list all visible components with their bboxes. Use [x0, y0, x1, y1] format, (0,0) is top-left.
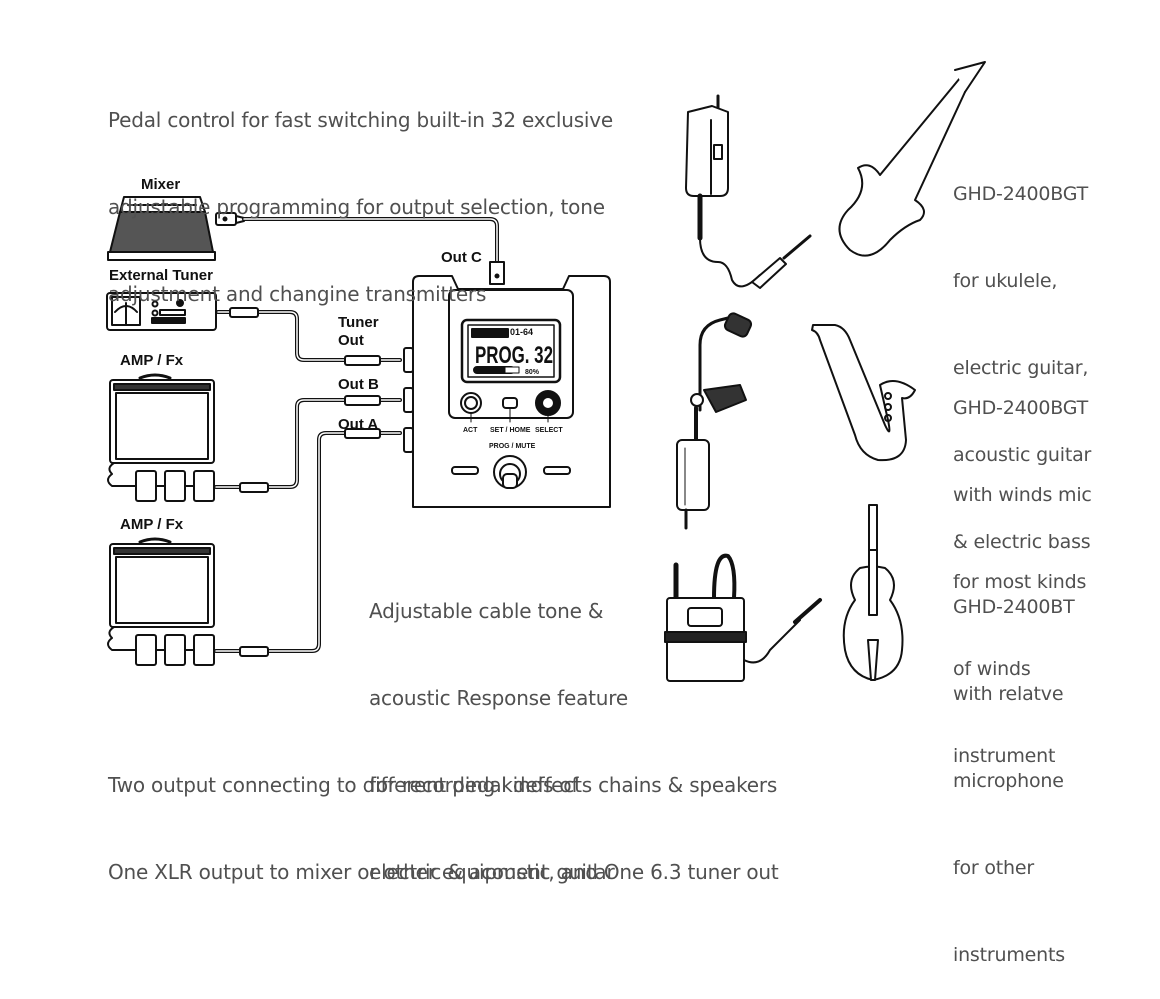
- product-line: & electric bass: [953, 531, 1091, 553]
- product-model: GHD-2400BT: [953, 596, 1075, 618]
- product-model: GHD-2400BGT: [953, 183, 1089, 205]
- product-line: for other: [953, 857, 1034, 879]
- middle-note-line: Adjustable cable tone &: [369, 599, 604, 623]
- product-line: microphone: [953, 770, 1064, 792]
- guitar-transmitter-icon: [685, 94, 812, 289]
- external-tuner-icon: [106, 292, 217, 331]
- mixer-icon: [107, 196, 216, 261]
- top-note-line: adjustable programming for output select…: [108, 195, 605, 219]
- amp-fx-1-label: AMP / Fx: [120, 352, 184, 369]
- top-note-line: adjustment and changine transmitters: [108, 282, 487, 306]
- product-line: instruments: [953, 944, 1065, 966]
- act-button-label: ACT: [463, 427, 478, 434]
- connection-diagram: [106, 61, 986, 682]
- amp-fx-2-label: AMP / Fx: [120, 516, 184, 533]
- product-line: of winds: [953, 658, 1031, 680]
- product-line: with relatve: [953, 683, 1064, 705]
- footswitch-label: PROG / MUTE: [489, 443, 536, 450]
- out-a-label: Out A: [338, 416, 379, 433]
- display-range: 01-64: [510, 327, 533, 337]
- product-1-caption: GHD-2400BGT for ukulele, electric guitar…: [953, 122, 1091, 586]
- device-text-layer: 01-64 PROG. 32 80% ACT SET / HOME SELECT…: [463, 327, 563, 450]
- product-line: acoustic guitar: [953, 444, 1092, 466]
- tuner-cable: [216, 307, 402, 366]
- out-c-label: Out C: [441, 249, 482, 266]
- mixer-label: Mixer: [141, 176, 181, 193]
- violin-icon: [842, 504, 904, 681]
- tuner-out-label-1: Tuner: [338, 314, 379, 331]
- middle-note-line: for recording kinds of: [369, 773, 579, 797]
- out-b-cable: [214, 395, 402, 493]
- product-line: with winds mic: [953, 484, 1092, 506]
- product-line: electric guitar,: [953, 357, 1089, 379]
- product-model: GHD-2400BGT: [953, 397, 1089, 419]
- pedal-receiver-device: [403, 275, 611, 508]
- display-program: PROG. 32: [475, 342, 553, 369]
- set-home-button-label: SET / HOME: [490, 427, 531, 434]
- select-button-label: SELECT: [535, 427, 563, 434]
- middle-note-line: acoustic Response feature: [369, 686, 628, 710]
- product-line: for most kinds: [953, 571, 1087, 593]
- top-note-line: Pedal control for fast switching built-i…: [108, 108, 614, 132]
- winds-mic-icon: [676, 312, 753, 530]
- out-a-cable: [214, 428, 402, 657]
- product-2-caption: GHD-2400BGT with winds mic for most kind…: [953, 336, 1092, 800]
- out-b-label: Out B: [338, 376, 379, 393]
- saxophone-icon: [811, 324, 916, 462]
- external-tuner-label: External Tuner: [109, 267, 213, 284]
- amp-fx-1-icon: [107, 373, 215, 502]
- display-level: 80%: [525, 369, 540, 376]
- tuner-out-label-2: Out: [338, 332, 364, 349]
- product-line: instrument: [953, 745, 1056, 767]
- bodypack-transmitter-icon: [664, 553, 822, 682]
- bottom-note-line: One XLR output to mixer or other equipme…: [108, 860, 779, 884]
- product-3-caption: GHD-2400BT with relatve microphone for o…: [953, 535, 1075, 999]
- top-note: Pedal control for fast switching built-i…: [108, 48, 613, 338]
- xlr-cable: [215, 212, 505, 285]
- bottom-note-line: Two output connecting to different pedal…: [108, 773, 778, 797]
- product-line: for ukulele,: [953, 270, 1058, 292]
- electric-guitar-icon: [838, 61, 986, 257]
- amp-fx-2-icon: [107, 537, 215, 666]
- bottom-note: Two output connecting to different pedal…: [108, 713, 779, 916]
